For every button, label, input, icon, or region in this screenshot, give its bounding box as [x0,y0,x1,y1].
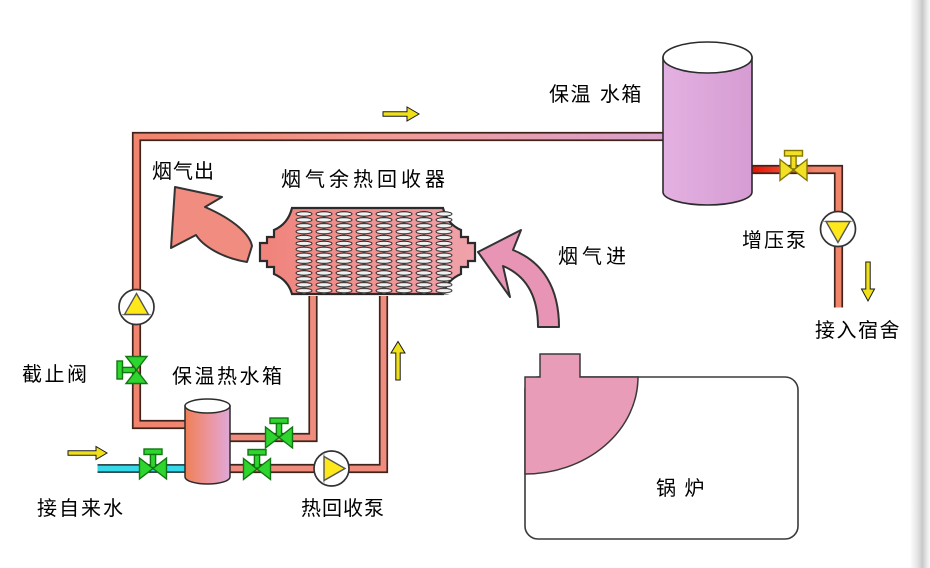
heat-recovery-pump [313,450,350,487]
flow-arrow-up [390,340,406,381]
booster-pump [819,210,857,248]
boiler [524,353,799,540]
stop-valve [116,355,148,385]
label-boiler: 锅 炉 [656,476,706,500]
heat-exchanger [258,206,477,296]
boiler-chimney-and-flame [524,353,639,475]
label-hot-water-tank: 保温热水箱 [172,364,285,388]
hot-water-tank [184,398,231,485]
pipe-exchanger-return [230,296,318,443]
tank-return-valve [264,417,294,449]
tap-water-valve [138,448,168,480]
flow-arrow-top [382,106,420,122]
finned-tubes [294,211,454,295]
flow-arrow-tap [67,445,108,461]
circulation-pump [118,288,155,326]
label-booster-pump: 增压泵 [742,228,808,252]
label-storage-tank: 保温 水箱 [549,82,643,106]
label-flue-gas-out: 烟气出 [152,159,215,183]
pipe-exchanger-feed [230,296,389,474]
flue-gas-out-arrow [170,186,253,263]
label-flue-gas-in: 烟气进 [558,244,630,268]
flow-arrow-down [860,261,876,303]
label-heat-recovery-pump: 热回收泵 [301,496,385,520]
label-tap-water-inlet: 接自来水 [37,496,125,520]
storage-tank [662,41,753,206]
label-stop-valve: 截止阀 [22,362,90,386]
flue-gas-in-arrow [477,229,560,328]
label-to-dormitory: 接入宿舍 [815,318,901,342]
label-recovery-unit: 烟气余热回收器 [281,167,449,191]
discharge-valve [779,149,808,182]
pipe-hot-supply-loop [131,131,664,430]
tank-outlet-valve [242,448,272,481]
page-edge-strip [910,0,930,568]
